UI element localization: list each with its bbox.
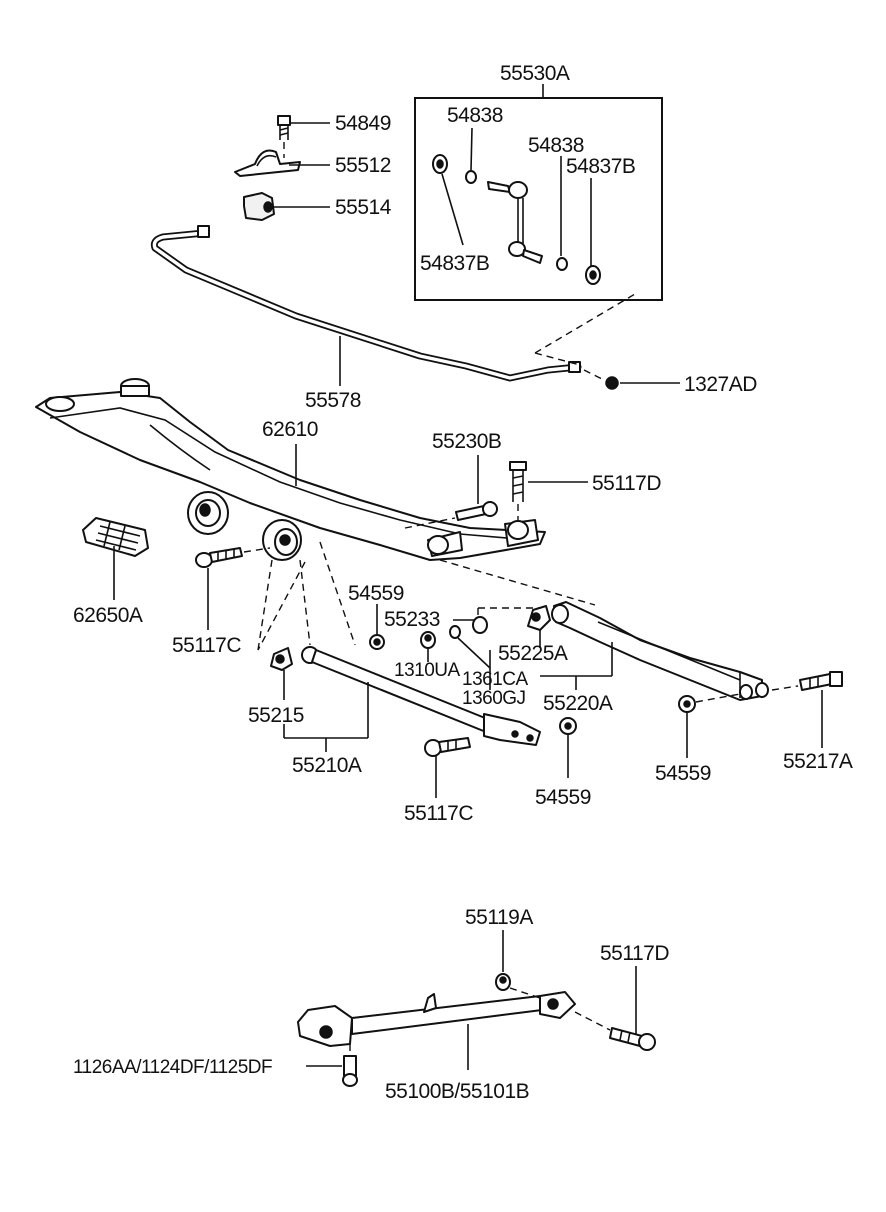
label-55233: 55233 <box>384 608 440 631</box>
label-54837B-right: 54837B <box>566 155 635 178</box>
label-1327AD: 1327AD <box>684 373 757 396</box>
crossmember-62610: 62610 <box>35 378 546 561</box>
label-55117D-upper: 55117D <box>592 472 661 495</box>
washer-54838-right <box>556 257 568 271</box>
bolt-55217A: 55217A <box>771 671 853 773</box>
bolt-55117D-lower: 55117D <box>574 942 670 1051</box>
kit-box <box>414 97 663 301</box>
label-54849: 54849 <box>335 112 391 135</box>
label-55230B: 55230B <box>432 430 501 453</box>
label-62650A: 62650A <box>73 604 143 627</box>
label-55117D-lower: 55117D <box>600 942 669 965</box>
stabilizer-bracket-group: 54849 55512 55514 <box>234 112 392 221</box>
label-54837B-left: 54837B <box>420 252 489 275</box>
bolt-54849 <box>277 115 291 140</box>
nut-54559-center: 54559 <box>348 582 404 650</box>
label-55512: 55512 <box>335 154 391 177</box>
label-54838-lower: 54838 <box>528 134 584 157</box>
label-55220A: 55220A <box>543 692 613 715</box>
label-54559-center: 54559 <box>348 582 404 605</box>
label-55117C-left: 55117C <box>172 634 241 657</box>
bolt-55230B: 55230B <box>404 430 502 529</box>
label-55215: 55215 <box>248 704 304 727</box>
stabilizer-link-kit-group: 55530A 54838 54838 54837B 54837B <box>414 62 663 301</box>
lower-arm-55210A: 55215 55210A <box>248 646 541 777</box>
label-55117C-lower: 55117C <box>404 802 473 825</box>
nut-54559-right: 54559 <box>655 693 741 785</box>
label-55119A: 55119A <box>465 906 533 929</box>
label-55530A: 55530A <box>500 62 570 85</box>
label-54559-lower: 54559 <box>535 786 591 809</box>
label-55578: 55578 <box>305 389 361 412</box>
bolt-55117C-left: 55117C <box>172 547 271 657</box>
label-54838-upper: 54838 <box>447 104 503 127</box>
washer-54838-left <box>465 170 477 184</box>
nut-55119A: 55119A <box>465 906 541 999</box>
washer-1361CA <box>449 625 461 639</box>
bolt-55117D-upper: 55117D <box>509 461 662 520</box>
label-55514: 55514 <box>335 196 392 219</box>
label-62610: 62610 <box>262 418 318 441</box>
spacer-55233 <box>472 616 488 634</box>
nut-54559-lower: 54559 <box>535 717 591 809</box>
bushing-55514 <box>243 192 275 221</box>
stabilizer-link <box>487 181 543 264</box>
lower-arm-55220A: 55225A 55220A <box>498 601 769 715</box>
label-1310UA: 1310UA <box>394 660 460 681</box>
bolt-1126AA: 1126AA/1124DF/1125DF <box>73 1044 358 1087</box>
hardware-55233: 55233 1310UA 1361CA 1360GJ <box>384 608 529 709</box>
label-55217A: 55217A <box>783 750 853 773</box>
stabilizer-bar-55578: 55578 1327AD <box>150 225 758 412</box>
pad-62650A: 62650A <box>73 517 149 627</box>
label-1361CA: 1361CA <box>462 669 528 690</box>
label-1126AA: 1126AA/1124DF/1125DF <box>73 1057 272 1078</box>
label-55225A: 55225A <box>498 642 568 665</box>
bolt-55117C-lower: 55117C <box>404 737 474 825</box>
label-55100B: 55100B/55101B <box>385 1080 529 1103</box>
lateral-rod-55100B: 55100B/55101B <box>297 991 576 1103</box>
label-54559-right: 54559 <box>655 762 711 785</box>
label-55210A: 55210A <box>292 754 362 777</box>
bracket-55512 <box>234 149 301 177</box>
label-1360GJ: 1360GJ <box>462 688 526 709</box>
